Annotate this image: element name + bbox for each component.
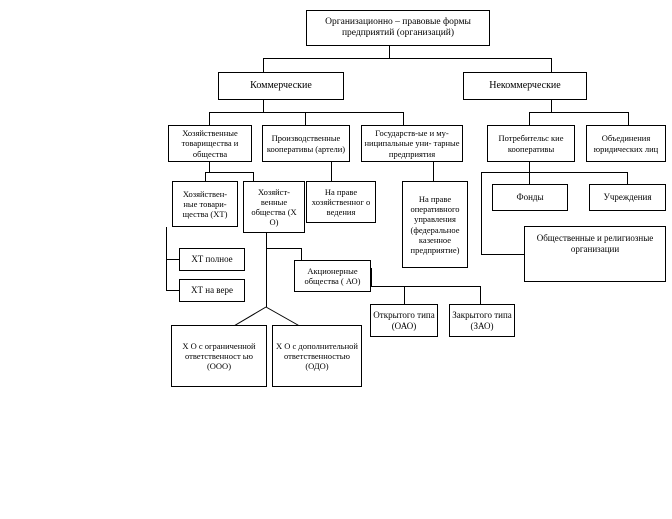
connector-to-ho [253, 172, 254, 181]
node-right-economic-management-label: На праве хозяйственног о ведения [311, 186, 371, 217]
connector-commercial-stem [263, 100, 264, 112]
node-consumer-cooperatives-label: Потребительс кие кооперативы [498, 133, 564, 154]
node-public-religious-organizations-label: Общественные и религиозные организации [536, 233, 654, 254]
node-ooo-label: Х О с ограниченной ответственност ью (ОО… [182, 340, 256, 371]
node-right-operational-management[interactable]: На праве оперативного управления (федера… [402, 181, 468, 268]
connector-to-publicreligious [481, 254, 524, 255]
connector-consumercoop-stem [529, 162, 530, 172]
connector-to-institutions [627, 172, 628, 184]
connector-to-htfull [166, 259, 179, 260]
node-oao-label: Открытого типа (ОАО) [373, 309, 435, 331]
connector-noncommercial-stem [551, 100, 552, 112]
node-public-religious-organizations[interactable]: Общественные и религиозные организации [524, 226, 666, 282]
node-legal-entity-unions-label: Объединения юридических лиц [593, 133, 659, 154]
node-commercial-label: Коммерческие [250, 80, 312, 92]
node-economic-societies-ho[interactable]: Хозяйст- венные общества (Х О) [243, 181, 305, 233]
node-partnerships-societies[interactable]: Хозяйственные товарищества и общества [168, 125, 252, 162]
node-institutions[interactable]: Учреждения [589, 184, 666, 211]
connector-to-funds [529, 172, 530, 184]
connector-ht-left-rail [166, 227, 167, 290]
connector-to-noncommercial [551, 58, 552, 72]
node-legal-entity-unions[interactable]: Объединения юридических лиц [586, 125, 666, 162]
node-ht-full-label: ХТ полное [191, 254, 233, 265]
connector-ao-right-drop [371, 268, 372, 286]
connector-to-prodcoop [305, 112, 306, 125]
node-odo[interactable]: Х О с дополнительной ответственностью (О… [272, 325, 362, 387]
node-state-municipal-unitary[interactable]: Государств-ые и му- ниципальные уни- тар… [361, 125, 463, 162]
node-root-label: Организационно – правовые формы предприя… [325, 16, 471, 38]
node-zao-label: Закрытого типа (ЗАО) [452, 309, 512, 331]
node-noncommercial-label: Некоммерческие [489, 80, 561, 92]
node-economic-partnerships-ht[interactable]: Хозяйствен- ные товари- щества (ХТ) [172, 181, 238, 227]
node-funds-label: Фонды [516, 192, 544, 203]
node-ht-faith-label: ХТ на вере [191, 285, 233, 296]
connector-ht-box-drop [166, 227, 167, 228]
connector-ho-stem [266, 233, 267, 307]
node-ooo[interactable]: Х О с ограниченной ответственност ью (ОО… [171, 325, 267, 387]
node-consumer-cooperatives[interactable]: Потребительс кие кооперативы [487, 125, 575, 162]
connector-commercial-bus [209, 112, 403, 113]
node-noncommercial[interactable]: Некоммерческие [463, 72, 587, 100]
connector-to-commercial [263, 58, 264, 72]
connector-funds-bus-left-drop [481, 172, 482, 254]
connector-root-bus [263, 58, 552, 59]
connector-to-ht [205, 172, 206, 181]
connector-ho-to-ao [266, 248, 301, 249]
node-economic-partnerships-ht-label: Хозяйствен- ные товари- щества (ХТ) [182, 188, 228, 219]
connector-root-stem [389, 46, 390, 58]
node-funds[interactable]: Фонды [492, 184, 568, 211]
connector-to-oao [404, 286, 405, 304]
connector-to-htfaith [166, 290, 179, 291]
node-commercial[interactable]: Коммерческие [218, 72, 344, 100]
node-economic-societies-ho-label: Хозяйст- венные общества (Х О) [251, 186, 297, 228]
node-ht-full[interactable]: ХТ полное [179, 248, 245, 271]
node-right-economic-management[interactable]: На праве хозяйственног о ведения [306, 181, 376, 223]
connector-ao-drop [301, 248, 302, 260]
node-state-municipal-unitary-label: Государств-ые и му- ниципальные уни- тар… [364, 128, 460, 159]
connector-prodcoop-stem [331, 162, 332, 181]
connector-to-statemunicipal [403, 112, 404, 125]
node-ht-faith[interactable]: ХТ на вере [179, 279, 245, 302]
connector-to-legalunions [628, 112, 629, 125]
node-right-operational-management-label: На праве оперативного управления (федера… [410, 194, 460, 255]
node-odo-label: Х О с дополнительной ответственностью (О… [276, 340, 358, 371]
node-oao[interactable]: Открытого типа (ОАО) [370, 304, 438, 337]
connector-to-partnerships [209, 112, 210, 125]
connector-noncommercial-bus [529, 112, 628, 113]
connector-ao-right-exit [371, 286, 405, 287]
node-production-cooperatives-label: Производственные кооперативы (артели) [266, 133, 346, 154]
node-zao[interactable]: Закрытого типа (ЗАО) [449, 304, 515, 337]
connector-statemunicipal-stem [433, 162, 434, 181]
node-root[interactable]: Организационно – правовые формы предприя… [306, 10, 490, 46]
connector-partnerships-stem [209, 162, 210, 172]
connector-funds-bus [481, 172, 627, 173]
connector-ao-bus [404, 286, 480, 287]
connector-partnerships-bus [205, 172, 253, 173]
node-joint-stock-companies-ao-label: Акционерные общества ( АО) [304, 265, 361, 286]
node-institutions-label: Учреждения [603, 192, 652, 203]
node-production-cooperatives[interactable]: Производственные кооперативы (артели) [262, 125, 350, 162]
connector-to-consumercoop [529, 112, 530, 125]
node-partnerships-societies-label: Хозяйственные товарищества и общества [181, 128, 239, 159]
node-joint-stock-companies-ao[interactable]: Акционерные общества ( АО) [294, 260, 371, 292]
connector-to-zao [480, 286, 481, 304]
